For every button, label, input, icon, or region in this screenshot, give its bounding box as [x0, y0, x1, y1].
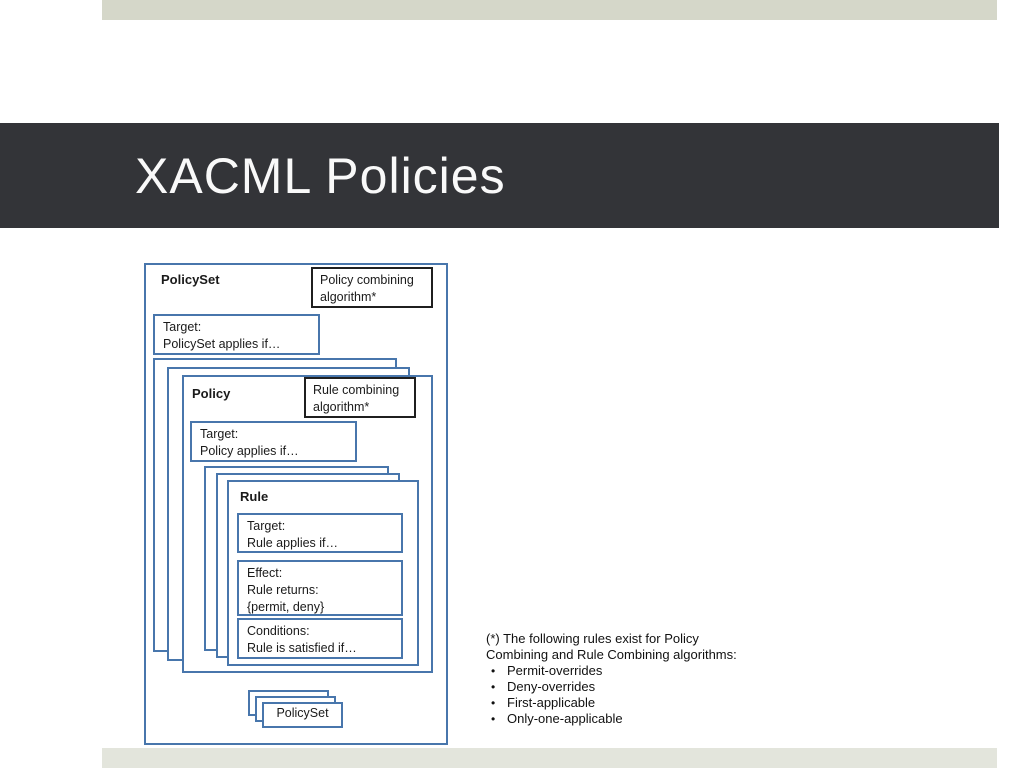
bullet-icon: •	[491, 712, 496, 726]
policy-combining-algorithm-box: Policy combining algorithm*	[311, 267, 433, 308]
rule-conditions-line: Rule is satisfied if…	[247, 641, 357, 655]
footnote-line-2: Combining and Rule Combining algorithms:	[486, 647, 737, 662]
policyset-target-line: PolicySet applies if…	[163, 337, 281, 351]
slide-title: XACML Policies	[135, 147, 506, 204]
top-accent-bar	[102, 0, 997, 20]
rule-effect-line: {permit, deny}	[247, 600, 325, 614]
bullet-item: • First-applicable	[486, 695, 786, 711]
policyset-label: PolicySet	[161, 272, 220, 287]
rule-effect-line: Effect:	[247, 566, 283, 580]
rule-target-box: Target: Rule applies if…	[237, 513, 403, 553]
bullet-text: First-applicable	[507, 695, 596, 710]
bullet-icon: •	[491, 680, 496, 694]
policy-target-line: Policy applies if…	[200, 444, 299, 458]
nested-policyset-label: PolicySet	[276, 706, 329, 720]
title-band: XACML Policies	[0, 123, 999, 228]
bullet-text: Permit-overrides	[507, 663, 603, 678]
bullet-item: • Deny-overrides	[486, 679, 786, 695]
policy-target-line: Target:	[200, 427, 239, 441]
rule-target-line: Target:	[247, 519, 286, 533]
rule-conditions-line: Conditions:	[247, 624, 310, 638]
rule-effect-box: Effect: Rule returns: {permit, deny}	[237, 560, 403, 616]
bullet-icon: •	[491, 664, 496, 678]
rule-conditions-box: Conditions: Rule is satisfied if…	[237, 618, 403, 659]
rule-label: Rule	[240, 489, 269, 504]
policyset-target-line: Target:	[163, 320, 202, 334]
bullet-item: • Only-one-applicable	[486, 711, 786, 727]
rule-combining-algorithm-box: Rule combining algorithm*	[304, 377, 416, 418]
bullet-icon: •	[491, 696, 496, 710]
policyset-target-box: Target: PolicySet applies if…	[153, 314, 320, 355]
bullet-text: Deny-overrides	[507, 679, 596, 694]
bottom-accent-bar	[102, 748, 997, 768]
rule-target-line: Rule applies if…	[247, 536, 339, 550]
footnote-line-1: (*) The following rules exist for Policy	[486, 631, 699, 646]
nested-policyset-box	[262, 702, 343, 728]
bullet-text: Only-one-applicable	[507, 711, 623, 726]
bullet-item: • Permit-overrides	[486, 663, 786, 679]
policy-target-box: Target: Policy applies if…	[190, 421, 357, 462]
policy-label: Policy	[192, 386, 231, 401]
rule-effect-line: Rule returns:	[247, 583, 319, 597]
footnote: (*) The following rules exist for Policy…	[486, 631, 786, 727]
